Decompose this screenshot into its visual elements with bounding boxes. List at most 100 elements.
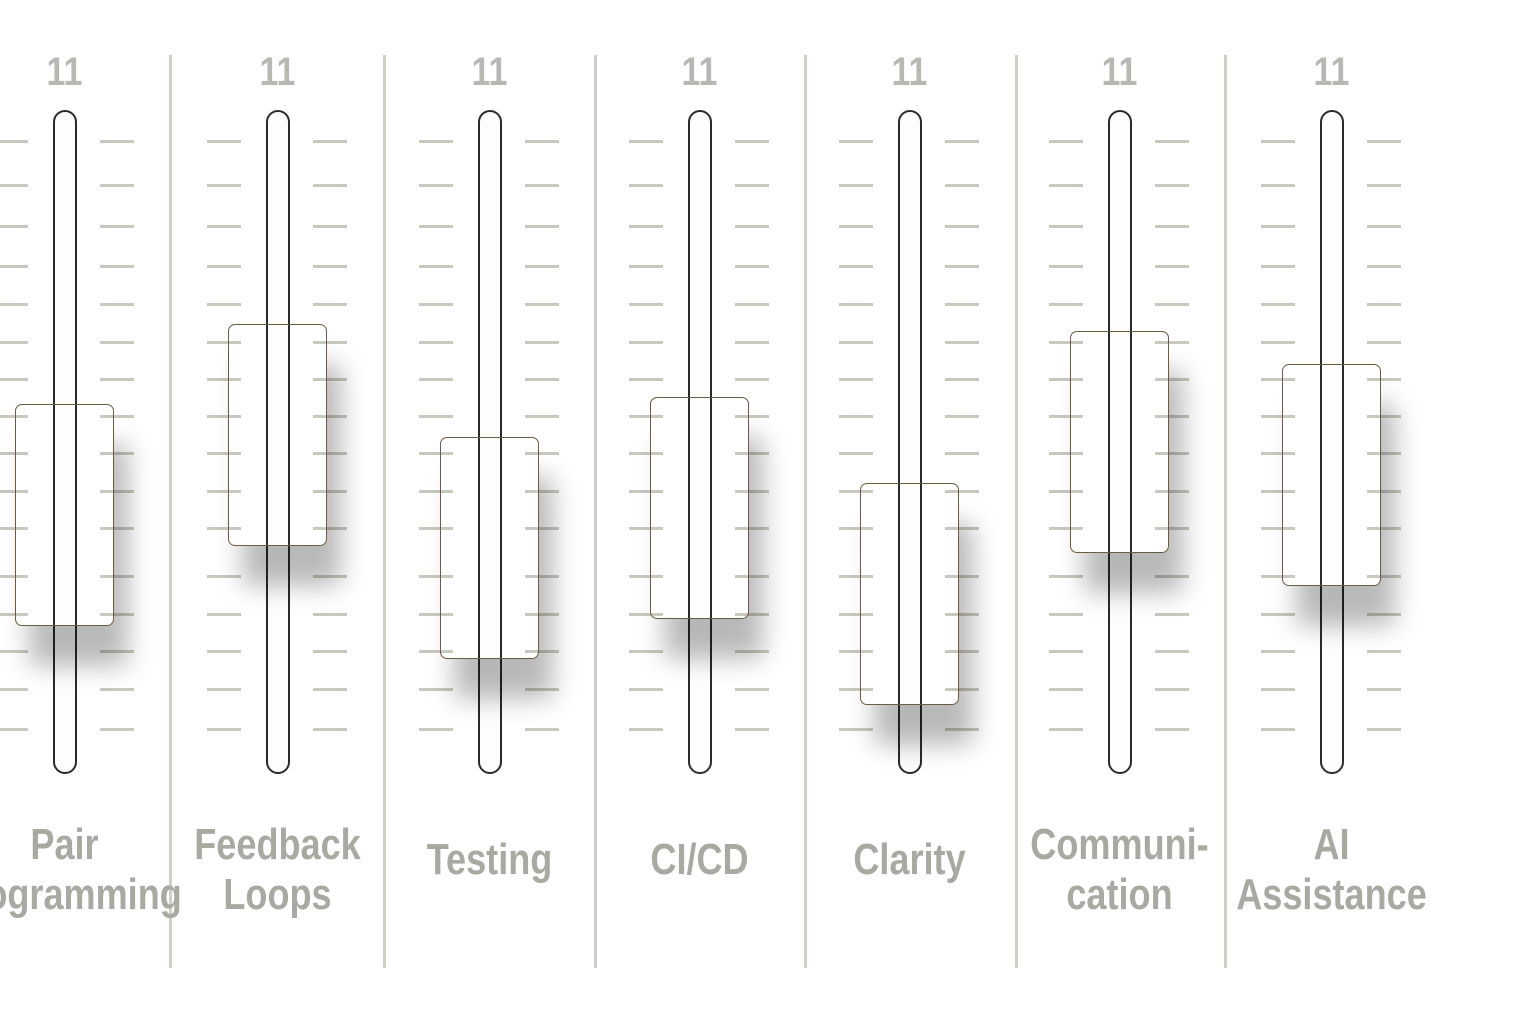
scale-tick-right (945, 613, 979, 616)
fader-knob[interactable] (859, 483, 959, 706)
fader-track[interactable] (1319, 110, 1344, 774)
scale-tick-left (207, 415, 241, 418)
scale-tick-right (525, 378, 559, 381)
scale-tick-right (313, 650, 347, 653)
scale-tick-right (1367, 650, 1401, 653)
scale-tick-left (629, 184, 663, 187)
scale-tick-left (629, 265, 663, 268)
scale-tick-right (1367, 728, 1401, 731)
scale-tick-left (1049, 490, 1083, 493)
fader-track[interactable] (477, 110, 502, 774)
scale-tick-right (1367, 225, 1401, 228)
scale-tick-right (100, 140, 134, 143)
scale-tick-left (839, 265, 873, 268)
fader-knob[interactable] (14, 403, 114, 626)
scale-tick-left (419, 184, 453, 187)
scale-tick-right (100, 527, 134, 530)
scale-tick-right (313, 688, 347, 691)
scale-tick-left (629, 490, 663, 493)
scale-tick-left (629, 575, 663, 578)
fader-knob[interactable] (439, 436, 539, 659)
scale-tick-left (1261, 140, 1295, 143)
channel-label-line: Assistance (1236, 870, 1427, 919)
channel-label: Testing (370, 835, 609, 885)
channel-label-line: AI (1313, 820, 1350, 869)
scale-tick-right (735, 527, 769, 530)
scale-max-label: 11 (1313, 50, 1350, 94)
channel-divider (594, 55, 597, 968)
channel-label: Clarity (790, 835, 1029, 885)
scale-tick-left (419, 650, 453, 653)
scale-tick-left (0, 265, 28, 268)
scale-tick-right (525, 184, 559, 187)
fader-knob[interactable] (1069, 331, 1169, 553)
scale-tick-right (1155, 575, 1189, 578)
scale-tick-right (525, 527, 559, 530)
scale-tick-left (1049, 341, 1083, 344)
scale-tick-right (100, 490, 134, 493)
scale-tick-right (525, 650, 559, 653)
scale-tick-right (735, 415, 769, 418)
scale-tick-left (419, 490, 453, 493)
scale-tick-left (207, 688, 241, 691)
scale-tick-left (419, 527, 453, 530)
fader-track[interactable] (265, 110, 290, 774)
scale-tick-left (0, 728, 28, 731)
channel-label: Communi-cation (1000, 820, 1239, 920)
scale-tick-right (945, 650, 979, 653)
scale-tick-right (735, 378, 769, 381)
scale-tick-right (1155, 688, 1189, 691)
scale-tick-left (1261, 650, 1295, 653)
scale-tick-right (735, 341, 769, 344)
scale-tick-right (313, 728, 347, 731)
scale-tick-left (629, 728, 663, 731)
scale-tick-right (1155, 415, 1189, 418)
fader-track[interactable] (52, 110, 77, 774)
scale-max-label: 11 (46, 50, 83, 94)
channel-strip: 11PairProgramming (0, 0, 182, 1024)
scale-tick-left (207, 225, 241, 228)
scale-tick-right (313, 184, 347, 187)
scale-tick-right (1155, 341, 1189, 344)
scale-tick-right (525, 575, 559, 578)
fader-knob[interactable] (227, 324, 327, 547)
scale-tick-left (0, 341, 28, 344)
scale-tick-left (1049, 225, 1083, 228)
scale-tick-left (629, 303, 663, 306)
scale-tick-left (207, 184, 241, 187)
scale-tick-right (313, 378, 347, 381)
scale-tick-right (735, 613, 769, 616)
fader-track[interactable] (1107, 110, 1132, 774)
channel-label-line: Feedback (194, 820, 361, 869)
scale-tick-right (1367, 415, 1401, 418)
scale-tick-right (945, 378, 979, 381)
scale-max-label: 11 (1101, 50, 1138, 94)
fader-track[interactable] (687, 110, 712, 774)
scale-tick-right (735, 650, 769, 653)
scale-tick-left (1261, 184, 1295, 187)
scale-tick-left (629, 527, 663, 530)
scale-tick-right (525, 688, 559, 691)
scale-tick-right (313, 225, 347, 228)
scale-tick-left (1049, 650, 1083, 653)
fader-track[interactable] (897, 110, 922, 774)
scale-tick-left (629, 225, 663, 228)
scale-tick-right (1155, 265, 1189, 268)
fader-knob[interactable] (649, 397, 749, 620)
scale-tick-right (735, 265, 769, 268)
scale-tick-right (313, 490, 347, 493)
scale-tick-right (1155, 527, 1189, 530)
scale-tick-left (839, 140, 873, 143)
scale-tick-left (1261, 415, 1295, 418)
scale-tick-right (525, 341, 559, 344)
fader-knob[interactable] (1281, 364, 1381, 587)
scale-tick-right (1367, 265, 1401, 268)
scale-tick-left (1049, 452, 1083, 455)
scale-tick-right (313, 527, 347, 530)
scale-tick-left (1261, 490, 1295, 493)
scale-tick-left (1261, 452, 1295, 455)
scale-tick-left (839, 452, 873, 455)
scale-tick-left (839, 490, 873, 493)
scale-tick-right (1367, 613, 1401, 616)
scale-tick-right (313, 415, 347, 418)
